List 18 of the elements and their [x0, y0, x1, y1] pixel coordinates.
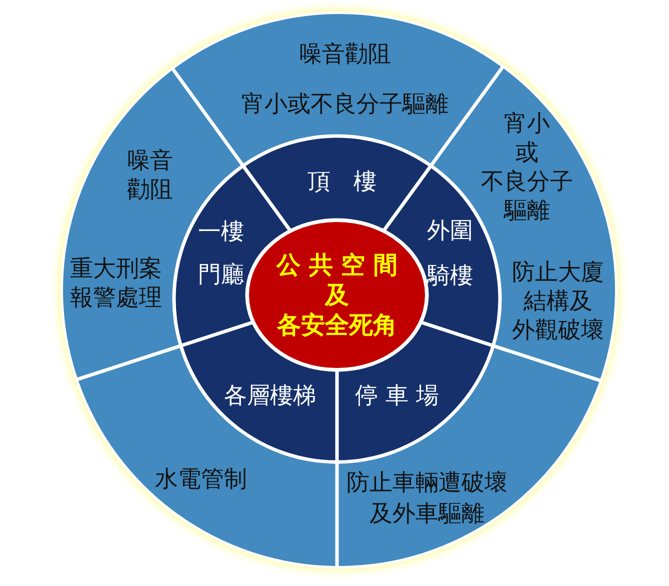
segment-label: 噪音勸阻 — [127, 147, 173, 205]
segment-label: 噪音勸阻 — [299, 40, 391, 70]
segment-label: 停 車 場 — [355, 382, 439, 410]
segment-label: 頂 樓 — [308, 168, 376, 196]
segment-label: 宵小或不良分子驅離 — [242, 90, 448, 120]
outer-ring-segment — [78, 347, 336, 566]
outer-ring-segment — [338, 347, 600, 566]
segment-label: 宵小或不良分子驅離 — [481, 110, 573, 226]
center-label: 公 共 空 間及各安全死角 — [276, 250, 398, 340]
segment-label: 水電管制 — [155, 466, 247, 494]
segment-label: 重大刑案報警處理 — [70, 255, 162, 313]
segment-label: 外圍騎樓 — [427, 217, 473, 291]
inner-ring-segment — [245, 137, 429, 230]
segment-label: 各層樓梯 — [224, 382, 316, 410]
segment-label: 防止車輛遭破壞及外車驅離 — [346, 469, 508, 529]
segment-label: 防止大廈結構及外觀破壞 — [512, 258, 604, 346]
outer-ring-segment — [174, 14, 501, 164]
segment-label: 一樓門廳 — [198, 218, 244, 290]
